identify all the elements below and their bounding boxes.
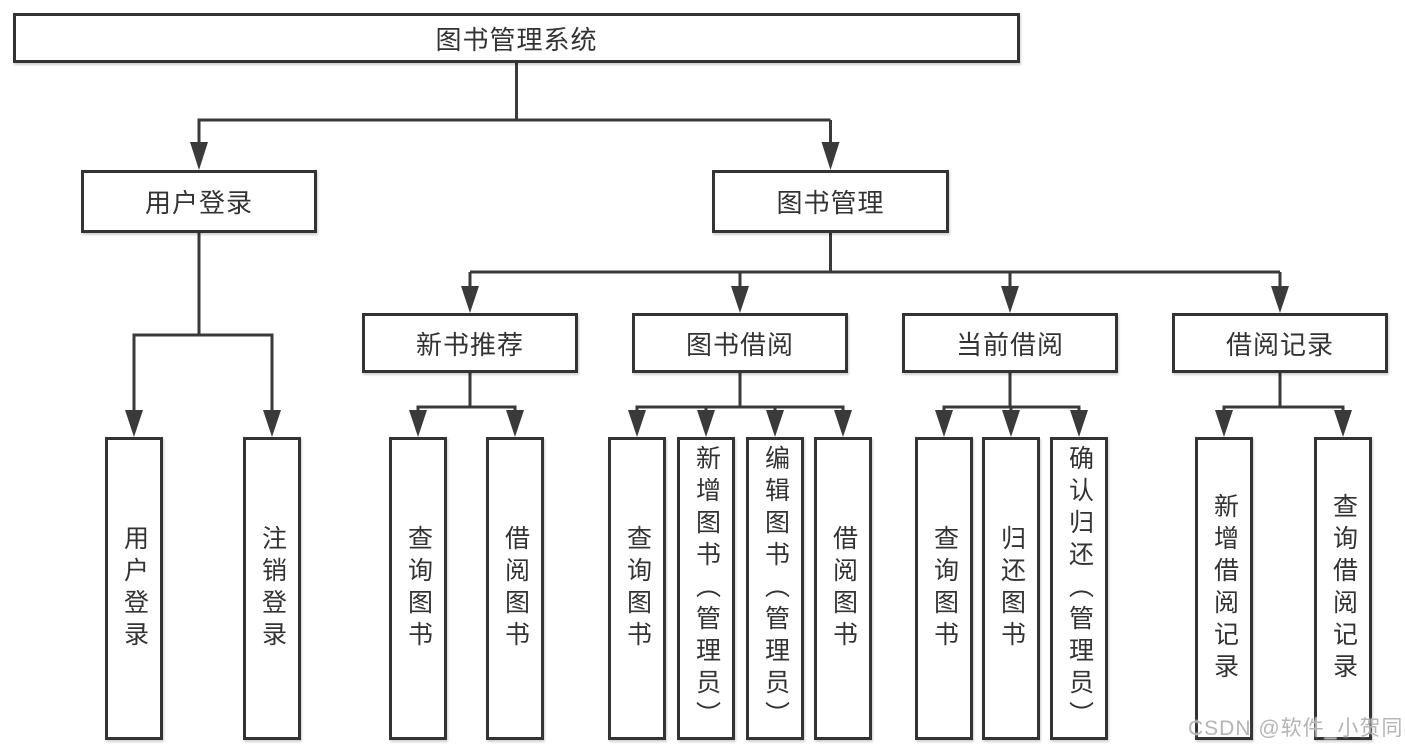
- node-label: 编辑图书（管理员）: [761, 444, 790, 733]
- csdn-watermark: CSDN @软件_小贺同学: [1188, 717, 1405, 740]
- arrowhead: [731, 286, 749, 313]
- node-label: 查询图书: [623, 524, 652, 653]
- leaf-query-books-borrowing: 查询图书: [608, 437, 666, 740]
- node-label: 用户登录: [144, 188, 253, 218]
- leaf-query-books-recommend: 查询图书: [389, 437, 447, 740]
- leaf-query-books-current: 查询图书: [915, 437, 973, 740]
- leaf-borrow-books-recommend: 借阅图书: [486, 437, 544, 740]
- arrowhead: [190, 142, 208, 170]
- arrowhead: [409, 410, 427, 437]
- arrowhead: [935, 410, 953, 437]
- arrowhead: [1001, 286, 1019, 313]
- leaf-confirm-return-admin: 确认归还（管理员）: [1050, 437, 1108, 740]
- arrowhead: [1215, 410, 1233, 437]
- node-label: 确认归还（管理员）: [1065, 444, 1094, 733]
- node-label: 图书管理系统: [435, 24, 598, 55]
- node-label: 查询图书: [404, 524, 433, 653]
- arrowhead: [628, 410, 646, 437]
- leaf-user-login: 用户登录: [105, 437, 163, 740]
- node-label: 借阅图书: [501, 524, 530, 653]
- node-label: 图书借阅: [685, 329, 794, 360]
- node-label: 用户登录: [120, 524, 149, 653]
- node-label: 归还图书: [997, 524, 1026, 653]
- node-user-login-branch: 用户登录: [81, 170, 317, 233]
- arrowhead: [461, 286, 479, 313]
- arrowhead: [1271, 286, 1289, 313]
- leaf-query-borrow-record: 查询借阅记录: [1314, 437, 1372, 740]
- arrowhead: [821, 142, 840, 170]
- node-label: 查询图书: [930, 524, 959, 653]
- arrowhead: [125, 410, 143, 437]
- node-book-management-branch: 图书管理: [712, 170, 949, 233]
- leaf-logout: 注销登录: [243, 437, 301, 740]
- node-label: 当前借阅: [955, 329, 1064, 360]
- leaf-return-books: 归还图书: [982, 437, 1040, 740]
- arrowhead: [1070, 410, 1088, 437]
- arrowhead: [834, 410, 852, 437]
- arrowhead: [697, 410, 715, 437]
- node-new-book-recommendation: 新书推荐: [362, 313, 578, 373]
- node-label: 新书推荐: [415, 329, 524, 360]
- leaf-borrow-books: 借阅图书: [814, 437, 872, 740]
- node-borrowing-records: 借阅记录: [1172, 313, 1388, 373]
- arrowhead: [263, 410, 281, 437]
- arrowhead: [766, 410, 784, 437]
- node-label: 新增借阅记录: [1210, 492, 1239, 685]
- node-current-borrowing: 当前借阅: [902, 313, 1118, 373]
- node-book-borrowing: 图书借阅: [632, 313, 848, 373]
- arrowhead: [1002, 410, 1020, 437]
- leaf-add-borrow-record: 新增借阅记录: [1195, 437, 1253, 740]
- node-label: 借阅图书: [829, 524, 858, 653]
- node-label: 新增图书（管理员）: [692, 444, 721, 733]
- node-label: 借阅记录: [1225, 329, 1334, 360]
- node-label: 图书管理: [776, 188, 885, 218]
- arrowhead: [506, 410, 524, 437]
- arrowhead: [1334, 410, 1352, 437]
- leaf-add-books-admin: 新增图书（管理员）: [677, 437, 735, 740]
- leaf-edit-books-admin: 编辑图书（管理员）: [746, 437, 804, 740]
- node-label: 查询借阅记录: [1329, 492, 1358, 685]
- node-label: 注销登录: [258, 524, 287, 653]
- node-library-management-system: 图书管理系统: [13, 13, 1020, 63]
